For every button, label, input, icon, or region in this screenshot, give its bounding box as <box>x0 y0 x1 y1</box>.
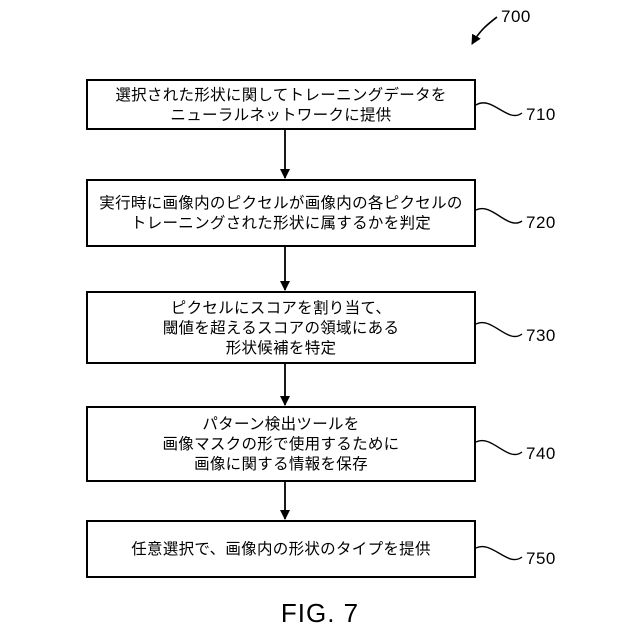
step-720-line-2: トレーニングされた形状に属するかを判定 <box>99 213 462 233</box>
step-750-line-1: 任意選択で、画像内の形状のタイプを提供 <box>131 539 431 559</box>
step-box-740: パターン検出ツールを 画像マスクの形で使用するために 画像に関する情報を保存 <box>86 406 476 482</box>
step-box-750: 任意選択で、画像内の形状のタイプを提供 <box>86 520 476 578</box>
step-740-line-1: パターン検出ツールを <box>162 414 399 434</box>
leader-line-720 <box>476 209 522 224</box>
step-ref-750: 750 <box>526 549 556 569</box>
leader-line-710 <box>476 103 522 116</box>
step-740-line-3: 画像に関する情報を保存 <box>162 454 399 474</box>
figure-caption: FIG. 7 <box>0 598 640 629</box>
step-ref-710: 710 <box>526 105 556 125</box>
leader-line-740 <box>476 441 522 455</box>
step-ref-720: 720 <box>526 213 556 233</box>
step-720-line-1: 実行時に画像内のピクセルが画像内の各ピクセルの <box>99 193 462 213</box>
figure-number-arrow <box>472 17 497 44</box>
leader-line-750 <box>476 547 522 560</box>
step-box-720: 実行時に画像内のピクセルが画像内の各ピクセルの トレーニングされた形状に属するか… <box>86 179 476 247</box>
step-730-line-3: 形状候補を特定 <box>163 338 400 358</box>
step-710-line-1: 選択された形状に関してトレーニングデータを <box>115 85 446 105</box>
step-ref-740: 740 <box>526 444 556 464</box>
leader-line-730 <box>476 323 522 337</box>
step-710-line-2: ニューラルネットワークに提供 <box>115 105 446 125</box>
step-730-line-1: ピクセルにスコアを割り当て、 <box>163 298 400 318</box>
step-ref-730: 730 <box>526 326 556 346</box>
step-730-line-2: 閾値を超えるスコアの領域にある <box>163 318 400 338</box>
step-box-730: ピクセルにスコアを割り当て、 閾値を超えるスコアの領域にある 形状候補を特定 <box>86 291 476 364</box>
step-740-line-2: 画像マスクの形で使用するために <box>162 434 399 454</box>
figure-number-label: 700 <box>501 7 531 27</box>
step-box-710: 選択された形状に関してトレーニングデータを ニューラルネットワークに提供 <box>86 79 476 130</box>
